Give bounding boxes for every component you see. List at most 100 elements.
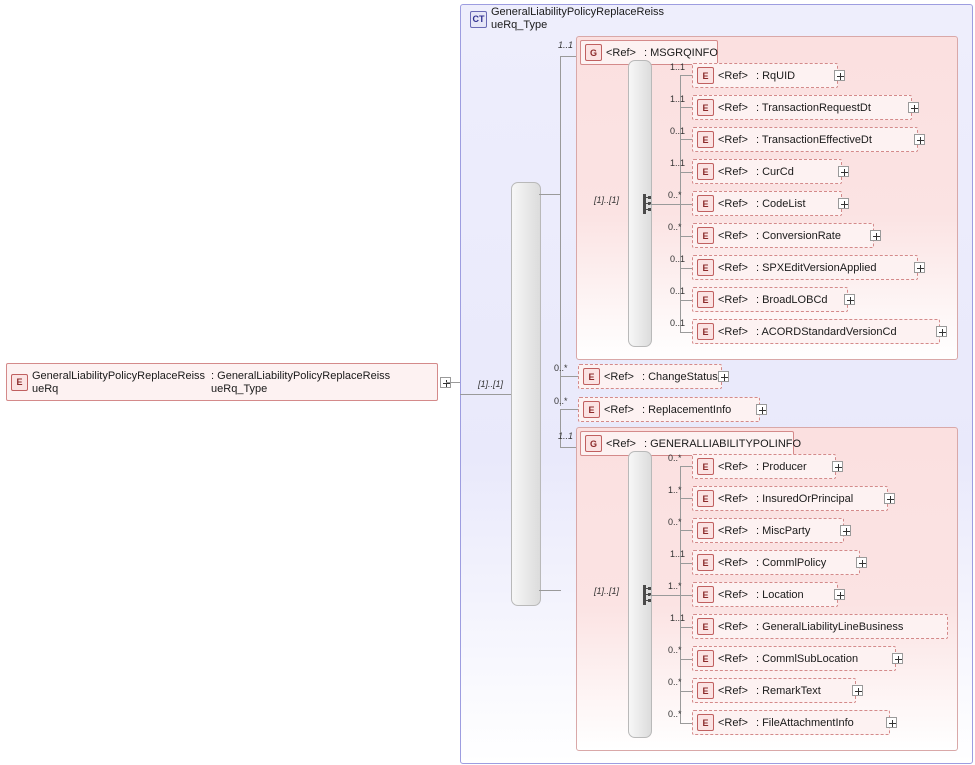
element-icon: E [583,401,600,418]
element-cardinality: 0..1 [670,254,686,264]
root-element-node[interactable]: E GeneralLiabilityPolicyReplaceReiss ueR… [6,363,438,401]
element-icon: E [697,554,714,571]
element-cardinality: 0..* [668,222,682,232]
element-node-insuredorprincipal[interactable]: E <Ref> : InsuredOrPrincipal [692,486,888,511]
element-expander-icon[interactable] [840,525,851,536]
element-expander-icon[interactable] [834,589,845,600]
root-sequence-cardinality: [1]..[1] [478,379,504,389]
group-ref-generalliabilitypolinfo: <Ref> [606,437,636,450]
element-expander-icon[interactable] [852,685,863,696]
connector-child-0 [680,75,692,76]
group-name-generalliabilitypolinfo: : GENERALLIABILITYPOLINFO [643,437,802,450]
element-expander-icon[interactable] [718,371,729,382]
element-ref: <Ref> [718,620,748,633]
element-icon: E [697,586,714,603]
element-expander-icon[interactable] [838,198,849,209]
element-node-rquid[interactable]: E <Ref> : RqUID [692,63,838,88]
connector-bar-to-branch [539,194,561,195]
element-expander-icon[interactable] [936,326,947,337]
element-node-producer[interactable]: E <Ref> : Producer [692,454,836,479]
element-expander-icon[interactable] [844,294,855,305]
connector-child-3 [680,563,692,564]
element-expander-icon[interactable] [870,230,881,241]
element-icon: E [697,458,714,475]
element-node-conversionrate[interactable]: E <Ref> : ConversionRate [692,223,874,248]
element-icon: E [583,368,600,385]
connector-child-4 [680,204,692,205]
element-ref: <Ref> [718,556,748,569]
element-cardinality: 0..* [554,396,568,406]
sequence-bar-root [511,182,541,606]
element-node-remarktext[interactable]: E <Ref> : RemarkText [692,678,856,703]
element-expander-icon[interactable] [914,134,925,145]
element-ref: <Ref> [718,716,748,729]
connector-child-8 [680,332,692,333]
element-node-spxeditversionapplied[interactable]: E <Ref> : SPXEditVersionApplied [692,255,918,280]
element-ref: <Ref> [718,229,748,242]
element-expander-icon[interactable] [832,461,843,472]
element-node-commlsublocation[interactable]: E <Ref> : CommlSubLocation [692,646,896,671]
element-expander-icon[interactable] [908,102,919,113]
complextype-header: CT GeneralLiabilityPolicyReplaceReiss ue… [466,5,664,33]
element-node-location[interactable]: E <Ref> : Location [692,582,838,607]
element-ref: <Ref> [718,69,748,82]
connector-child-7 [680,691,692,692]
element-name: : CommlPolicy [755,556,827,569]
element-ref: <Ref> [718,588,748,601]
element-expander-icon[interactable] [756,404,767,415]
element-icon: E [697,99,714,116]
connector-child-6 [680,659,692,660]
connector-polinfo-stem [650,595,681,596]
element-expander-icon[interactable] [886,717,897,728]
connector-ct-to-seq [460,394,512,395]
element-name: : SPXEditVersionApplied [755,261,877,274]
element-node-broadlobcd[interactable]: E <Ref> : BroadLOBCd [692,287,848,312]
element-icon: E [697,490,714,507]
element-icon: E [697,682,714,699]
element-name: : FileAttachmentInfo [755,716,854,729]
element-cardinality: 1..* [668,581,682,591]
element-expander-icon[interactable] [838,166,849,177]
element-ref: <Ref> [718,325,748,338]
element-name: : CodeList [755,197,806,210]
element-node-curcd[interactable]: E <Ref> : CurCd [692,159,842,184]
element-name: : MiscParty [755,524,811,537]
root-element-type-line2: ueRq_Type [211,382,268,395]
element-node-miscparty[interactable]: E <Ref> : MiscParty [692,518,844,543]
complextype-label-line2: ueRq_Type [491,19,548,31]
connector-branch-msgrqinfo [560,56,578,57]
element-node-generalliabilitylinebusiness[interactable]: E <Ref> : GeneralLiabilityLineBusiness [692,614,948,639]
element-expander-icon[interactable] [892,653,903,664]
connector-child-1 [680,107,692,108]
element-node-commlpolicy[interactable]: E <Ref> : CommlPolicy [692,550,860,575]
group-node-msgrqinfo[interactable]: G <Ref> : MSGRQINFO [580,40,718,65]
element-name: : ACORDStandardVersionCd [755,325,897,338]
element-node-acordstandardversioncd[interactable]: E <Ref> : ACORDStandardVersionCd [692,319,940,344]
element-name: : GeneralLiabilityLineBusiness [755,620,904,633]
element-node-changestatus[interactable]: E <Ref> : ChangeStatus [578,364,722,389]
element-expander-icon[interactable] [834,70,845,81]
element-expander-icon[interactable] [856,557,867,568]
element-node-codelist[interactable]: E <Ref> : CodeList [692,191,842,216]
element-node-transactionrequestdt[interactable]: E <Ref> : TransactionRequestDt [692,95,912,120]
element-expander-icon[interactable] [914,262,925,273]
element-name: : Producer [755,460,807,473]
element-name: : RemarkText [755,684,821,697]
connector-bar-to-branch-lower [539,590,561,591]
connector-root-to-ct [446,382,460,383]
element-ref: <Ref> [718,101,748,114]
connector-child-5 [680,627,692,628]
connector-child-5 [680,236,692,237]
connector-child-7 [680,300,692,301]
element-icon: E [697,323,714,340]
element-icon: E [697,195,714,212]
element-ref: <Ref> [604,403,634,416]
element-name: : InsuredOrPrincipal [755,492,854,505]
element-node-replacementinfo[interactable]: E <Ref> : ReplacementInfo [578,397,760,422]
element-expander-icon[interactable] [884,493,895,504]
sequence-icon-msgrqinfo [640,194,657,214]
element-node-transactioneffectivedt[interactable]: E <Ref> : TransactionEffectiveDt [692,127,918,152]
element-node-fileattachmentinfo[interactable]: E <Ref> : FileAttachmentInfo [692,710,890,735]
group-node-generalliabilitypolinfo[interactable]: G <Ref> : GENERALLIABILITYPOLINFO [580,431,801,456]
element-cardinality: 1..* [668,485,682,495]
